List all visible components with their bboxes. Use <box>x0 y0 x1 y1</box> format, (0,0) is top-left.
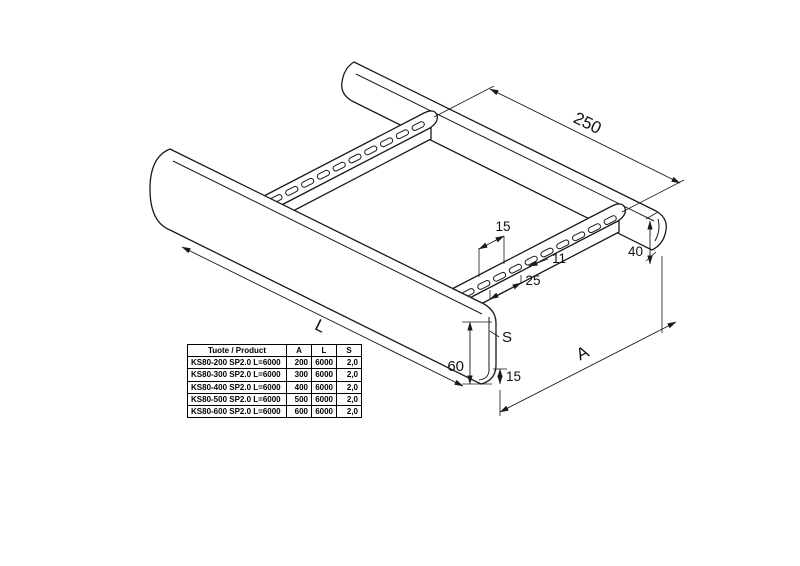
rung-slot <box>332 161 346 172</box>
dim-40-ext-bottom <box>645 251 657 262</box>
rung1-slots <box>269 121 425 204</box>
rung-slot <box>540 247 554 258</box>
near-rail-end-inner-line <box>478 317 490 381</box>
rung-slot <box>508 263 522 274</box>
product-table: Tuote / Product A L S KS80-200 SP2.0 L=6… <box>187 343 362 419</box>
rung-slot <box>587 223 601 234</box>
dim-11-leader <box>528 258 549 267</box>
dim-far-rail-height: 40 <box>628 211 659 265</box>
table-header-S: S <box>336 343 362 358</box>
value-cell: 200 <box>286 356 312 370</box>
rung-slot <box>301 177 315 188</box>
value-cell: 300 <box>286 368 312 382</box>
value-cell: 600 <box>286 404 312 419</box>
value-cell: 6000 <box>311 404 337 419</box>
table-header-A: A <box>286 343 312 358</box>
value-cell: 6000 <box>311 380 337 394</box>
rung-slot <box>380 137 394 148</box>
product-name-cell: KS80-400 SP2.0 L=6000 <box>187 380 287 394</box>
dim-flange-return: 15 <box>493 368 521 385</box>
value-cell: 2,0 <box>336 380 362 394</box>
dim-slot-length: 11 <box>528 251 566 267</box>
rung-slot <box>316 169 330 180</box>
table-header-product: Tuote / Product <box>187 343 287 358</box>
dim-15a-line <box>478 235 505 250</box>
dim-slot-pitch: 25 <box>489 273 541 300</box>
value-cell: 6000 <box>311 356 337 370</box>
rung-slot <box>285 185 299 196</box>
dim-15b-label: 15 <box>506 369 521 384</box>
dim-A-label: A <box>573 342 592 364</box>
dim-11-label: 11 <box>552 251 566 266</box>
dim-250-ext-1 <box>433 85 495 118</box>
dim-250-ext-2 <box>621 179 685 213</box>
value-cell: 6000 <box>311 392 337 406</box>
dim-15a-label: 15 <box>495 219 510 234</box>
dim-L-label: L <box>312 315 329 336</box>
rung-slot <box>572 231 586 242</box>
value-cell: 2,0 <box>336 392 362 406</box>
dim-250-line <box>489 88 681 184</box>
dim-near-rail-height: 60 <box>447 321 492 385</box>
rung-slot <box>603 215 617 226</box>
value-cell: 6000 <box>311 368 337 382</box>
value-cell: 2,0 <box>336 356 362 370</box>
table-header-L: L <box>311 343 337 358</box>
dim-40-ext-top <box>645 211 659 220</box>
dim-S-label: S <box>502 329 512 346</box>
rung-slot <box>348 153 362 164</box>
rung-1 <box>261 110 438 225</box>
dim-thickness: S <box>489 329 512 346</box>
dim-S-leader <box>489 330 500 338</box>
rung-slot <box>411 121 425 132</box>
product-name-cell: KS80-300 SP2.0 L=6000 <box>187 368 287 382</box>
rung-slot <box>395 129 409 140</box>
rung-slot <box>477 279 491 290</box>
dim-250-label: 250 <box>571 108 605 138</box>
dim-L-line <box>181 246 464 387</box>
product-name-cell: KS80-600 SP2.0 L=6000 <box>187 404 287 419</box>
product-name-cell: KS80-200 SP2.0 L=6000 <box>187 356 287 370</box>
dim-40-label: 40 <box>628 244 643 259</box>
rung-slot <box>556 239 570 250</box>
far-rail-end-inner-line <box>654 218 660 242</box>
dim-25-label: 25 <box>525 273 540 288</box>
value-cell: 400 <box>286 380 312 394</box>
table-header-row: Tuote / Product A L S <box>187 343 362 358</box>
dim-60-label: 60 <box>447 358 464 375</box>
product-name-cell: KS80-500 SP2.0 L=6000 <box>187 392 287 406</box>
rung2-top-face <box>449 203 626 306</box>
rung-slot <box>493 271 507 282</box>
rung-slot <box>364 145 378 156</box>
value-cell: 2,0 <box>336 368 362 382</box>
dim-25-line <box>489 282 522 300</box>
dim-slot-end-offset: 15 <box>478 219 511 277</box>
value-cell: 2,0 <box>336 404 362 419</box>
value-cell: 500 <box>286 392 312 406</box>
dim-A-line <box>499 321 677 413</box>
